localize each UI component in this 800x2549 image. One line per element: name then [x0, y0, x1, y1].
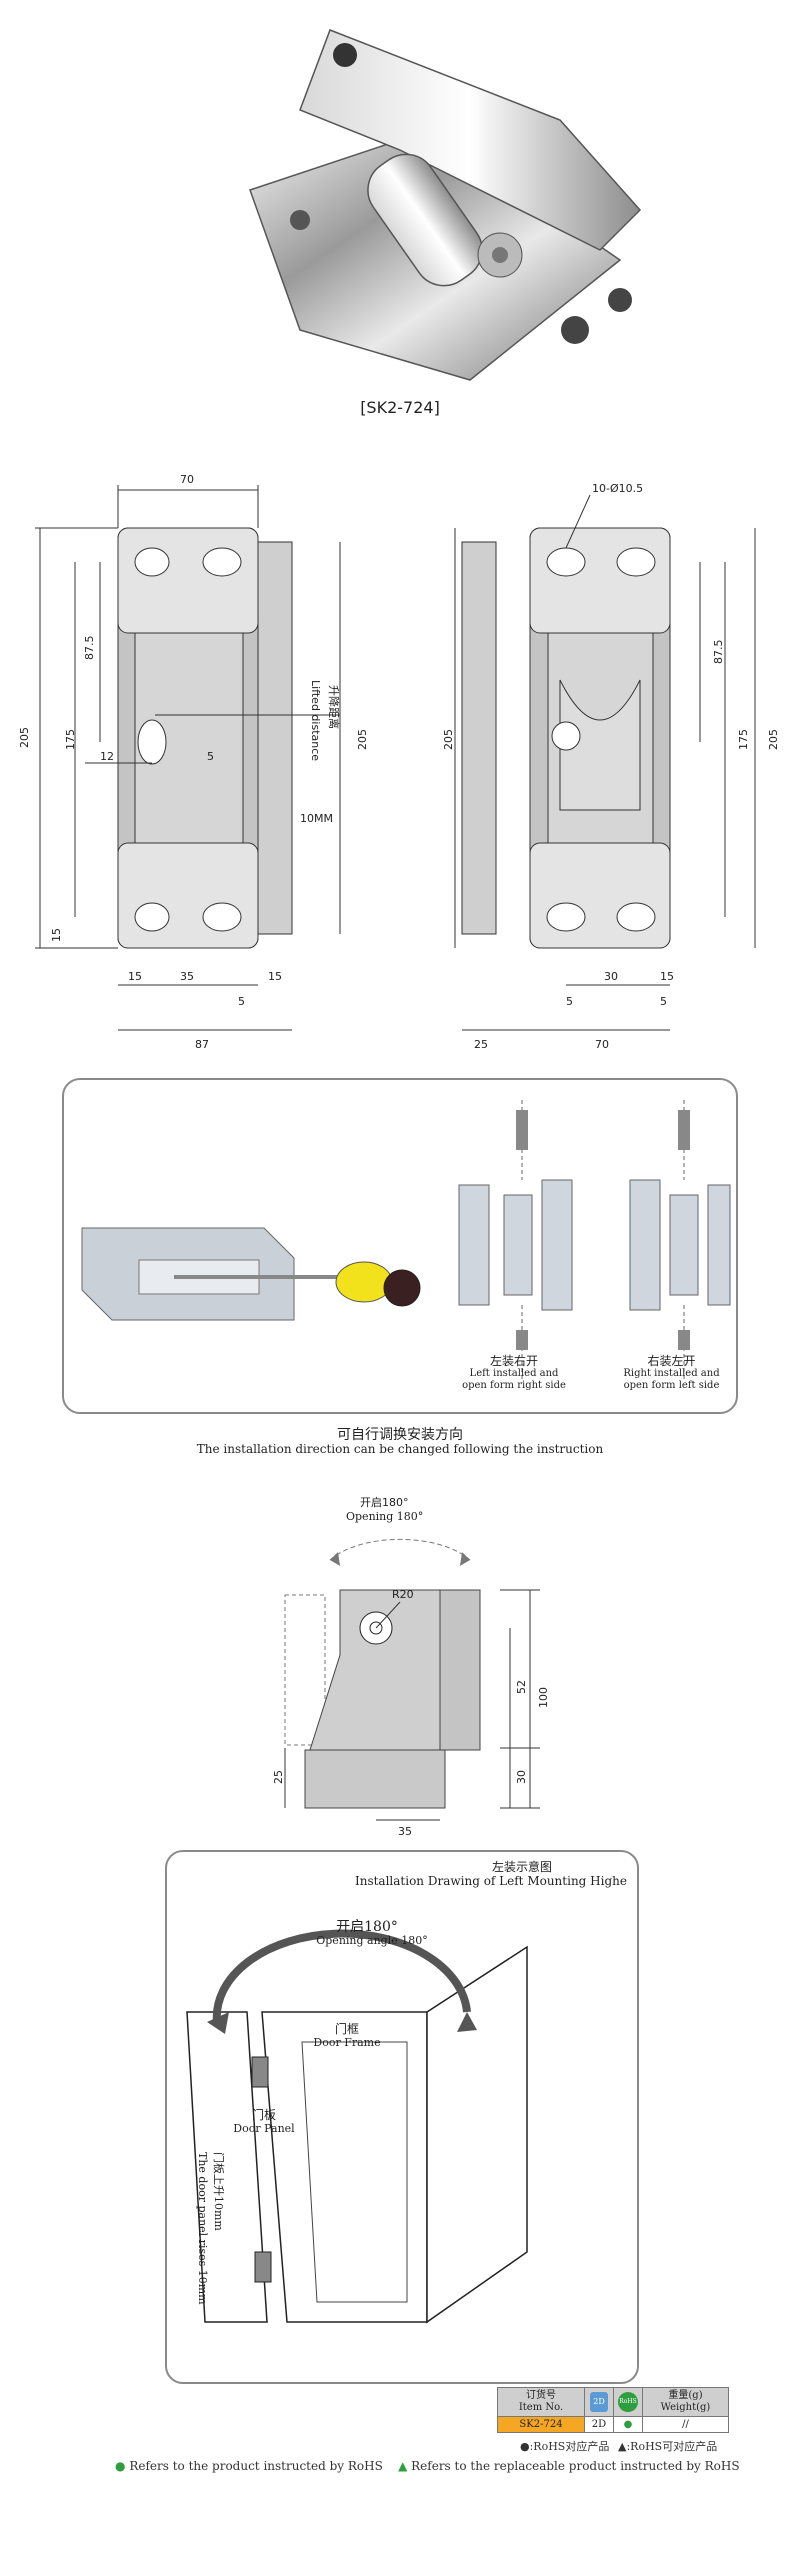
rohs-header: RoHS — [613, 2387, 643, 2417]
dim-back-5b: 5 — [660, 995, 667, 1008]
right-install-en-2: open form left side — [623, 1380, 720, 1391]
weight-header: 重量(g) Weight(g) — [642, 2387, 729, 2417]
legend-triangle-icon: ▲ — [398, 2459, 408, 2473]
mounting-illustration — [186, 1929, 528, 2324]
dim-30: 30 — [515, 1770, 528, 1784]
dim-front-bottom-35: 35 — [180, 970, 194, 983]
install-direction-panel: 左装右开 Left installed and open form right … — [62, 1078, 738, 1414]
twod-icon: 2D — [590, 2392, 608, 2412]
item-no-value: SK2-724 — [497, 2416, 585, 2433]
left-install-cn: 左装右开 — [489, 1354, 538, 1368]
item-no-en: Item No. — [518, 2402, 564, 2413]
legend-item-1: Refers to the product instructed by RoHS — [129, 2459, 383, 2473]
item-no-cn: 订货号 — [526, 2390, 556, 2401]
legend-row: ● Refers to the product instructed by Ro… — [115, 2459, 740, 2473]
door-frame-en: Door Frame — [313, 2036, 381, 2049]
dim-front-175: 175 — [64, 729, 77, 750]
legend-item-2: Refers to the replaceable product instru… — [411, 2459, 740, 2473]
dim-front-bottom-15a: 15 — [128, 970, 142, 983]
weight-en: Weight(g) — [660, 2402, 711, 2413]
dim-front-bottom-15b: 15 — [268, 970, 282, 983]
replace-note: ▲:RoHS可对应产品 — [618, 2440, 718, 2453]
dim-35: 35 — [398, 1825, 412, 1838]
dim-25: 25 — [272, 1770, 285, 1784]
model-caption: [SK2-724] — [360, 398, 440, 417]
twod-header: 2D — [584, 2387, 614, 2417]
dim-back-205-right: 205 — [767, 729, 780, 750]
dim-front-12: 12 — [100, 750, 114, 763]
dim-front-5: 5 — [207, 750, 214, 763]
door-rise-cn: 门板上升10mm — [212, 2152, 225, 2231]
dim-52: 52 — [515, 1680, 528, 1694]
door-panel-cn: 门板 — [251, 2108, 276, 2122]
dimension-drawings: 70 205 175 87.5 12 5 15 15 35 15 5 87 升降… — [18, 473, 780, 1051]
weight-value: // — [642, 2416, 729, 2433]
weight-cn: 重量(g) — [668, 2390, 703, 2401]
dim-back-70: 70 — [595, 1038, 609, 1051]
mounting-panel: 左装示意图 Installation Drawing of Left Mount… — [165, 1850, 639, 2384]
dim-front-bottom-5: 5 — [238, 995, 245, 1008]
item-no-header: 订货号 Item No. — [497, 2387, 585, 2417]
twod-value: 2D — [584, 2416, 614, 2433]
product-photo — [249, 29, 642, 381]
left-install-en-2: open form right side — [462, 1380, 566, 1391]
order-table: 订货号 Item No. 2D RoHS 重量(g) Weight(g) SK2… — [497, 2387, 729, 2433]
lift-value: 10MM — [300, 812, 333, 825]
install-illustration — [81, 1100, 731, 1380]
rohs-note: ●:RoHS对应产品 — [520, 2440, 610, 2453]
lift-label-cn: 升降距离 — [327, 685, 341, 729]
dim-front-87: 87 — [195, 1038, 209, 1051]
rohs-value: ● — [613, 2416, 643, 2433]
dim-back-30: 30 — [604, 970, 618, 983]
left-install-en-1: Left installed and — [469, 1368, 559, 1379]
dim-back-175: 175 — [737, 729, 750, 750]
lift-label-en: Lifted distance — [309, 680, 322, 761]
mounting-open-en: Opening angle 180° — [316, 1934, 428, 1947]
dim-front-15: 15 — [50, 928, 63, 942]
open-180-cn: 开启180° — [360, 1496, 409, 1509]
open-180-en: Opening 180° — [346, 1510, 423, 1523]
dim-r20: R20 — [392, 1588, 414, 1601]
direction-note-cn: 可自行调换安装方向 — [337, 1427, 463, 1443]
mounting-open-cn: 开启180° — [336, 1919, 398, 1935]
mounting-title-cn: 左装示意图 — [491, 1860, 552, 1874]
dim-front-205: 205 — [18, 727, 31, 748]
dim-back-5a: 5 — [566, 995, 573, 1008]
dim-front-70: 70 — [180, 473, 194, 486]
dim-front-right-205: 205 — [356, 729, 369, 750]
top-view-drawing: 开启180° Opening 180° R20 52 100 25 30 35 — [272, 1496, 550, 1838]
dim-back-87-5: 87.5 — [712, 640, 725, 665]
rohs-icon: RoHS — [618, 2392, 638, 2412]
right-install-en-1: Right installed and — [623, 1368, 720, 1379]
mounting-title-en: Installation Drawing of Left Mounting Hi… — [354, 1874, 627, 1888]
door-rise-en: The door panel rises 10mm — [196, 2152, 209, 2305]
hole-callout: 10-Ø10.5 — [592, 482, 643, 495]
product-photo-section: [SK2-724] — [0, 0, 800, 430]
dim-back-15: 15 — [660, 970, 674, 983]
dim-100: 100 — [537, 1687, 550, 1708]
legend-dot-icon: ● — [115, 2459, 126, 2473]
direction-note-en: The installation direction can be change… — [196, 1442, 604, 1456]
door-frame-cn: 门框 — [334, 2022, 359, 2036]
top-view-section: 开启180° Opening 180° R20 52 100 25 30 35 — [0, 1480, 800, 1840]
dim-back-205-left: 205 — [442, 729, 455, 750]
right-install-cn: 右装左开 — [647, 1354, 696, 1368]
dimension-drawings-section: 70 205 175 87.5 12 5 15 15 35 15 5 87 升降… — [0, 430, 800, 1070]
dim-front-87-5: 87.5 — [83, 636, 96, 661]
door-panel-en: Door Panel — [233, 2122, 295, 2135]
dim-back-25: 25 — [474, 1038, 488, 1051]
